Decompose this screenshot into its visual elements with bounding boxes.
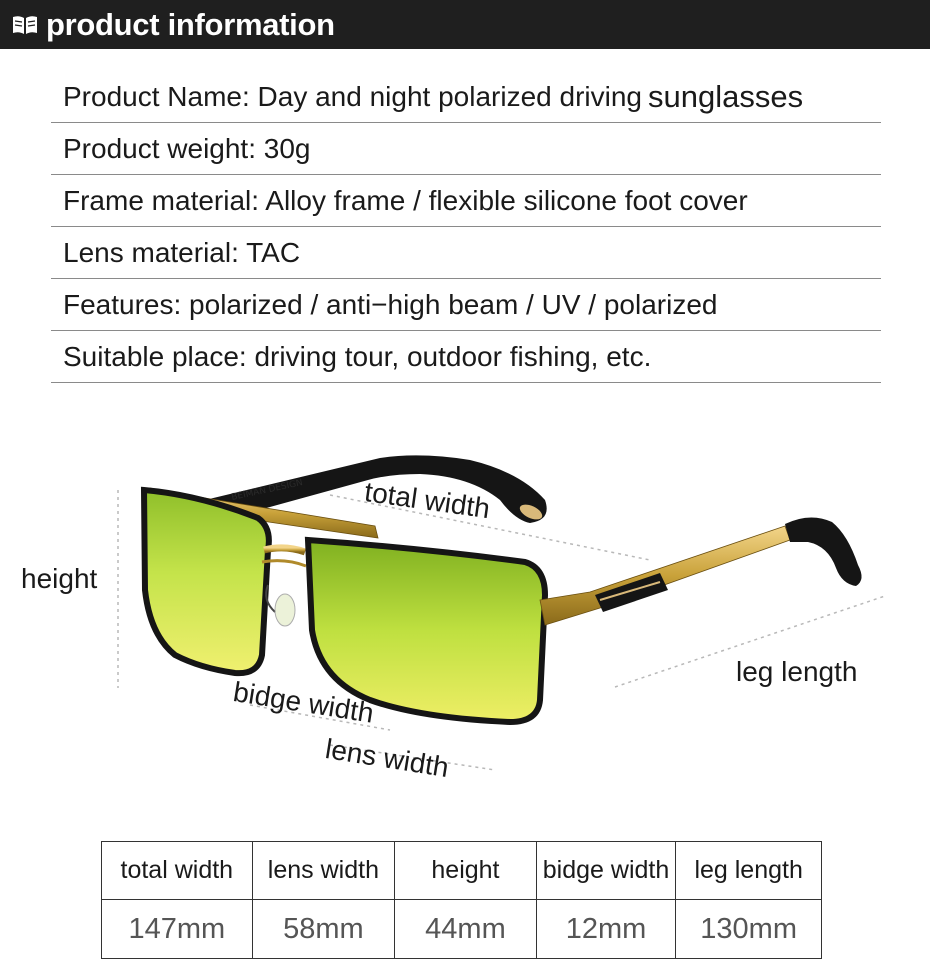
label-leg-length: leg length (736, 656, 858, 687)
spec-frame-material: Frame material: Alloy frame / flexible s… (51, 175, 881, 227)
sunglasses-diagram: BEIMAN DESIGN total width height leg len… (0, 400, 930, 820)
table-cell: 12mm (535, 899, 677, 959)
spec-suitable-place: Suitable place: driving tour, outdoor fi… (51, 331, 881, 383)
label-height: height (21, 563, 98, 594)
table-header-cell: total width (101, 841, 253, 900)
spec-label: Lens material: TAC (63, 236, 301, 268)
table-header-cell: height (394, 841, 537, 900)
page-title: product information (46, 6, 335, 42)
spec-label: Product weight: 30g (63, 132, 311, 164)
table-row: 147mm 58mm 44mm 12mm 130mm (101, 899, 822, 959)
left-lens (140, 486, 272, 677)
sunglasses-illustration: BEIMAN DESIGN (117, 455, 886, 771)
spec-label: Features: polarized / anti−high beam / U… (63, 288, 718, 320)
spec-label: Product Name: Day and night polarized dr… (63, 80, 642, 112)
spec-label: Frame material: Alloy frame / flexible s… (63, 184, 748, 216)
spec-label-suffix: sunglasses (647, 78, 804, 114)
near-temple (539, 525, 791, 626)
table-header-cell: lens width (251, 841, 396, 900)
table-cell: 147mm (101, 899, 253, 959)
spec-lens-material: Lens material: TAC (51, 227, 881, 279)
table-header-row: total width lens width height bidge widt… (101, 841, 822, 900)
dimensions-table: total width lens width height bidge widt… (101, 841, 822, 959)
right-lens (304, 536, 549, 726)
table-cell: 44mm (394, 899, 537, 959)
spec-product-weight: Product weight: 30g (51, 123, 881, 175)
far-temple (205, 455, 547, 523)
temple-tip (785, 517, 862, 586)
table-header-cell: bidge width (535, 841, 677, 900)
measurement-guides (117, 490, 886, 771)
spec-features: Features: polarized / anti−high beam / U… (51, 279, 881, 331)
header-bar: product information (0, 0, 930, 49)
spec-list: Product Name: Day and night polarized dr… (51, 71, 881, 383)
spec-label: Suitable place: driving tour, outdoor fi… (63, 340, 652, 372)
bridge (263, 544, 307, 556)
table-header-cell: leg length (675, 841, 822, 900)
spec-product-name: Product Name: Day and night polarized dr… (51, 71, 881, 123)
book-icon (12, 14, 38, 36)
table-cell: 58mm (251, 899, 396, 959)
table-cell: 130mm (675, 899, 822, 959)
